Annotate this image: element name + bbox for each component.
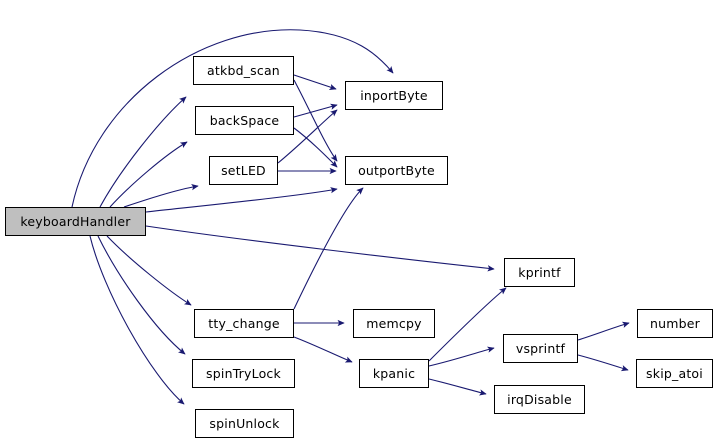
graph-node-label: kpanic (372, 366, 416, 381)
graph-node-backSpace[interactable]: backSpace (195, 106, 294, 135)
graph-node-tty_change[interactable]: tty_change (194, 309, 294, 338)
graph-node-keyboardHandler[interactable]: keyboardHandler (5, 207, 146, 236)
graph-node-irqDisable[interactable]: irqDisable (494, 385, 585, 414)
call-edge-keyboardHandler-to-kprintf (145, 225, 495, 272)
graph-node-label: atkbd_scan (207, 63, 280, 78)
call-edge-kpanic-to-vsprintf (428, 346, 495, 367)
call-edge-keyboardHandler-to-outportByte (145, 187, 338, 213)
call-edge-keyboardHandler-to-spinTryLock (97, 235, 186, 355)
call-edge-atkbd_scan-to-outportByte (293, 79, 338, 162)
call-edge-backSpace-to-outportByte (293, 127, 338, 168)
graph-node-spinTryLock[interactable]: spinTryLock (192, 359, 295, 388)
graph-node-label: number (650, 316, 700, 331)
call-edge-keyboardHandler-to-backSpace (109, 141, 188, 208)
graph-node-skip_atoi[interactable]: skip_atoi (636, 359, 713, 388)
graph-node-number[interactable]: number (637, 309, 713, 338)
graph-node-label: vsprintf (515, 341, 566, 356)
graph-node-kpanic[interactable]: kpanic (359, 359, 429, 388)
graph-node-outportByte[interactable]: outportByte (345, 156, 448, 185)
call-edge-kpanic-to-irqDisable (428, 378, 487, 396)
graph-node-setLED[interactable]: setLED (209, 156, 278, 185)
call-edge-atkbd_scan-to-inportByte (293, 74, 337, 90)
graph-node-label: irqDisable (507, 392, 572, 407)
graph-node-label: setLED (221, 163, 266, 178)
graph-node-spinUnlock[interactable]: spinUnlock (195, 409, 294, 438)
graph-node-atkbd_scan[interactable]: atkbd_scan (193, 56, 294, 85)
graph-node-vsprintf[interactable]: vsprintf (503, 334, 578, 363)
call-edge-vsprintf-to-skip_atoi (577, 354, 629, 372)
graph-node-label: tty_change (208, 316, 280, 331)
graph-node-label: spinTryLock (206, 366, 281, 381)
graph-node-label: skip_atoi (646, 366, 703, 381)
graph-node-kprintf[interactable]: kprintf (504, 258, 575, 287)
call-edge-tty_change-to-kpanic (293, 336, 353, 363)
call-edge-keyboardHandler-to-tty_change (106, 235, 192, 306)
graph-node-label: backSpace (209, 113, 280, 128)
graph-node-memcpy[interactable]: memcpy (353, 309, 435, 338)
call-edge-keyboardHandler-to-spinUnlock (89, 235, 185, 405)
graph-node-label: kprintf (518, 265, 561, 280)
call-edge-keyboardHandler-to-atkbd_scan (99, 96, 187, 208)
graph-node-label: keyboardHandler (20, 214, 131, 229)
call-edge-backSpace-to-inportByte (293, 103, 338, 118)
graph-node-label: spinUnlock (209, 416, 280, 431)
graph-node-inportByte[interactable]: inportByte (345, 81, 443, 110)
graph-node-label: memcpy (366, 316, 422, 331)
call-edge-tty_change-to-outportByte (293, 187, 364, 310)
call-edge-keyboardHandler-to-setLED (123, 184, 199, 208)
call-edge-kpanic-to-kprintf (428, 287, 507, 362)
graph-node-label: outportByte (358, 163, 435, 178)
graph-node-label: inportByte (360, 88, 428, 103)
call-edge-vsprintf-to-number (577, 321, 630, 341)
